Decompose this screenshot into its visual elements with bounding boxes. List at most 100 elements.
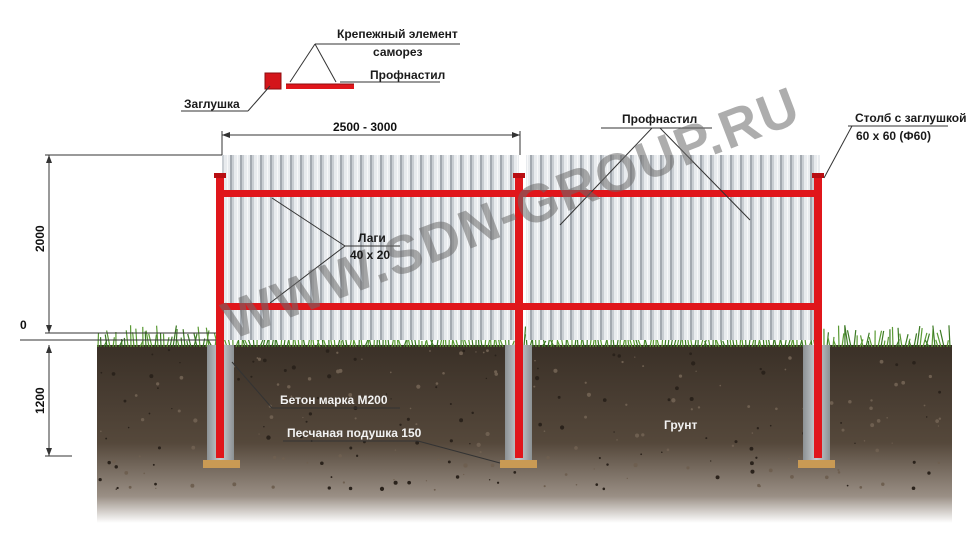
- grass-blade: [787, 339, 791, 348]
- soil-speck: [416, 384, 421, 389]
- soil-speck: [276, 383, 280, 386]
- soil-speck: [870, 399, 873, 402]
- soil-speck: [459, 418, 464, 423]
- grass-blade: [378, 338, 381, 348]
- grass-blade: [643, 339, 646, 348]
- soil-speck: [353, 357, 357, 361]
- soil-speck: [316, 396, 320, 400]
- soil-speck: [719, 384, 722, 387]
- soil-speck: [123, 399, 127, 403]
- grass-blade: [935, 339, 939, 348]
- soil-speck: [156, 382, 160, 386]
- soil-speck: [140, 417, 145, 422]
- soil-speck: [705, 437, 708, 440]
- soil-speck: [327, 374, 332, 379]
- grass-blade: [904, 334, 909, 348]
- soil-speck: [937, 461, 941, 464]
- soil-speck: [535, 376, 540, 381]
- grass-blade: [886, 336, 890, 348]
- soil-speck: [389, 371, 392, 374]
- soil-speck: [891, 442, 893, 444]
- soil-speck: [124, 470, 129, 475]
- grass-blade: [197, 326, 201, 348]
- soil-speck: [534, 359, 536, 362]
- soil-speck: [881, 482, 885, 486]
- grass-blade: [259, 338, 264, 348]
- soil-speck: [686, 466, 690, 470]
- grass-blade: [175, 329, 178, 348]
- leader-lines: [231, 125, 948, 464]
- soil-speck: [232, 482, 237, 487]
- soil-speck: [912, 460, 916, 464]
- soil-speck: [449, 439, 453, 443]
- soil-speck: [494, 372, 499, 376]
- soil-speck: [171, 407, 173, 410]
- soil-speck: [633, 463, 638, 468]
- soil-speck: [925, 416, 928, 418]
- soil-speck: [695, 370, 697, 372]
- soil-speck: [689, 352, 692, 356]
- soil-speck: [149, 374, 154, 379]
- soil-speck: [463, 473, 465, 476]
- soil-speck: [612, 353, 616, 357]
- grass-blade: [880, 330, 885, 348]
- soil-speck: [385, 393, 388, 395]
- soil-speck: [912, 360, 916, 365]
- grass-blade: [172, 325, 178, 348]
- grass-blade: [182, 329, 186, 348]
- soil-speck: [790, 475, 794, 479]
- grass-blade: [832, 336, 835, 348]
- soil-speck: [361, 358, 363, 360]
- soil-speck: [621, 360, 624, 364]
- soil-speck: [661, 451, 663, 454]
- soil-speck: [390, 398, 392, 400]
- grass-blade: [846, 330, 852, 348]
- grass-blade: [523, 326, 527, 348]
- soil-speck: [593, 468, 595, 470]
- label-sand: Песчаная подушка 150: [287, 426, 422, 440]
- soil-speck: [442, 371, 445, 375]
- soil-speck: [433, 488, 436, 491]
- soil-speck: [574, 446, 578, 450]
- soil-speck: [559, 425, 565, 430]
- grass-blade: [867, 340, 870, 348]
- soil-speck: [602, 487, 606, 491]
- soil-speck: [543, 430, 546, 433]
- label-post-line1: Столб с заглушкой: [855, 111, 967, 125]
- soil-speck: [263, 426, 265, 428]
- soil-speck: [634, 433, 640, 438]
- soil-speck: [237, 377, 240, 381]
- soil-speck: [148, 412, 151, 415]
- label-fastener-line2: саморез: [373, 45, 423, 59]
- soil-speck: [271, 485, 275, 489]
- soil-speck: [302, 416, 304, 419]
- grass-blade: [156, 325, 159, 348]
- soil-speck: [678, 374, 683, 378]
- soil-speck: [256, 357, 259, 359]
- grass-blade: [853, 330, 857, 348]
- grass-blade: [166, 337, 170, 348]
- grass-blade: [908, 340, 912, 348]
- soil-speck: [840, 421, 843, 424]
- sand-right: [798, 460, 835, 468]
- soil-speck: [157, 446, 161, 450]
- soil-speck: [829, 401, 834, 405]
- soil-speck: [837, 471, 841, 474]
- grass-blade: [841, 333, 845, 348]
- soil-speck: [756, 427, 759, 430]
- grass-blade: [425, 339, 429, 348]
- soil-speck: [191, 445, 196, 450]
- grass-blade: [826, 332, 830, 348]
- soil-speck: [485, 431, 490, 437]
- soil-speck: [543, 485, 546, 488]
- soil-speck: [617, 354, 621, 358]
- rail-top: [216, 190, 822, 197]
- grass-blade: [144, 331, 147, 348]
- soil-speck: [848, 399, 852, 404]
- soil-speck: [469, 442, 471, 445]
- soil-speck: [128, 485, 132, 489]
- soil-speck: [134, 394, 138, 397]
- soil-speck: [584, 415, 588, 419]
- soil-speck: [690, 408, 694, 411]
